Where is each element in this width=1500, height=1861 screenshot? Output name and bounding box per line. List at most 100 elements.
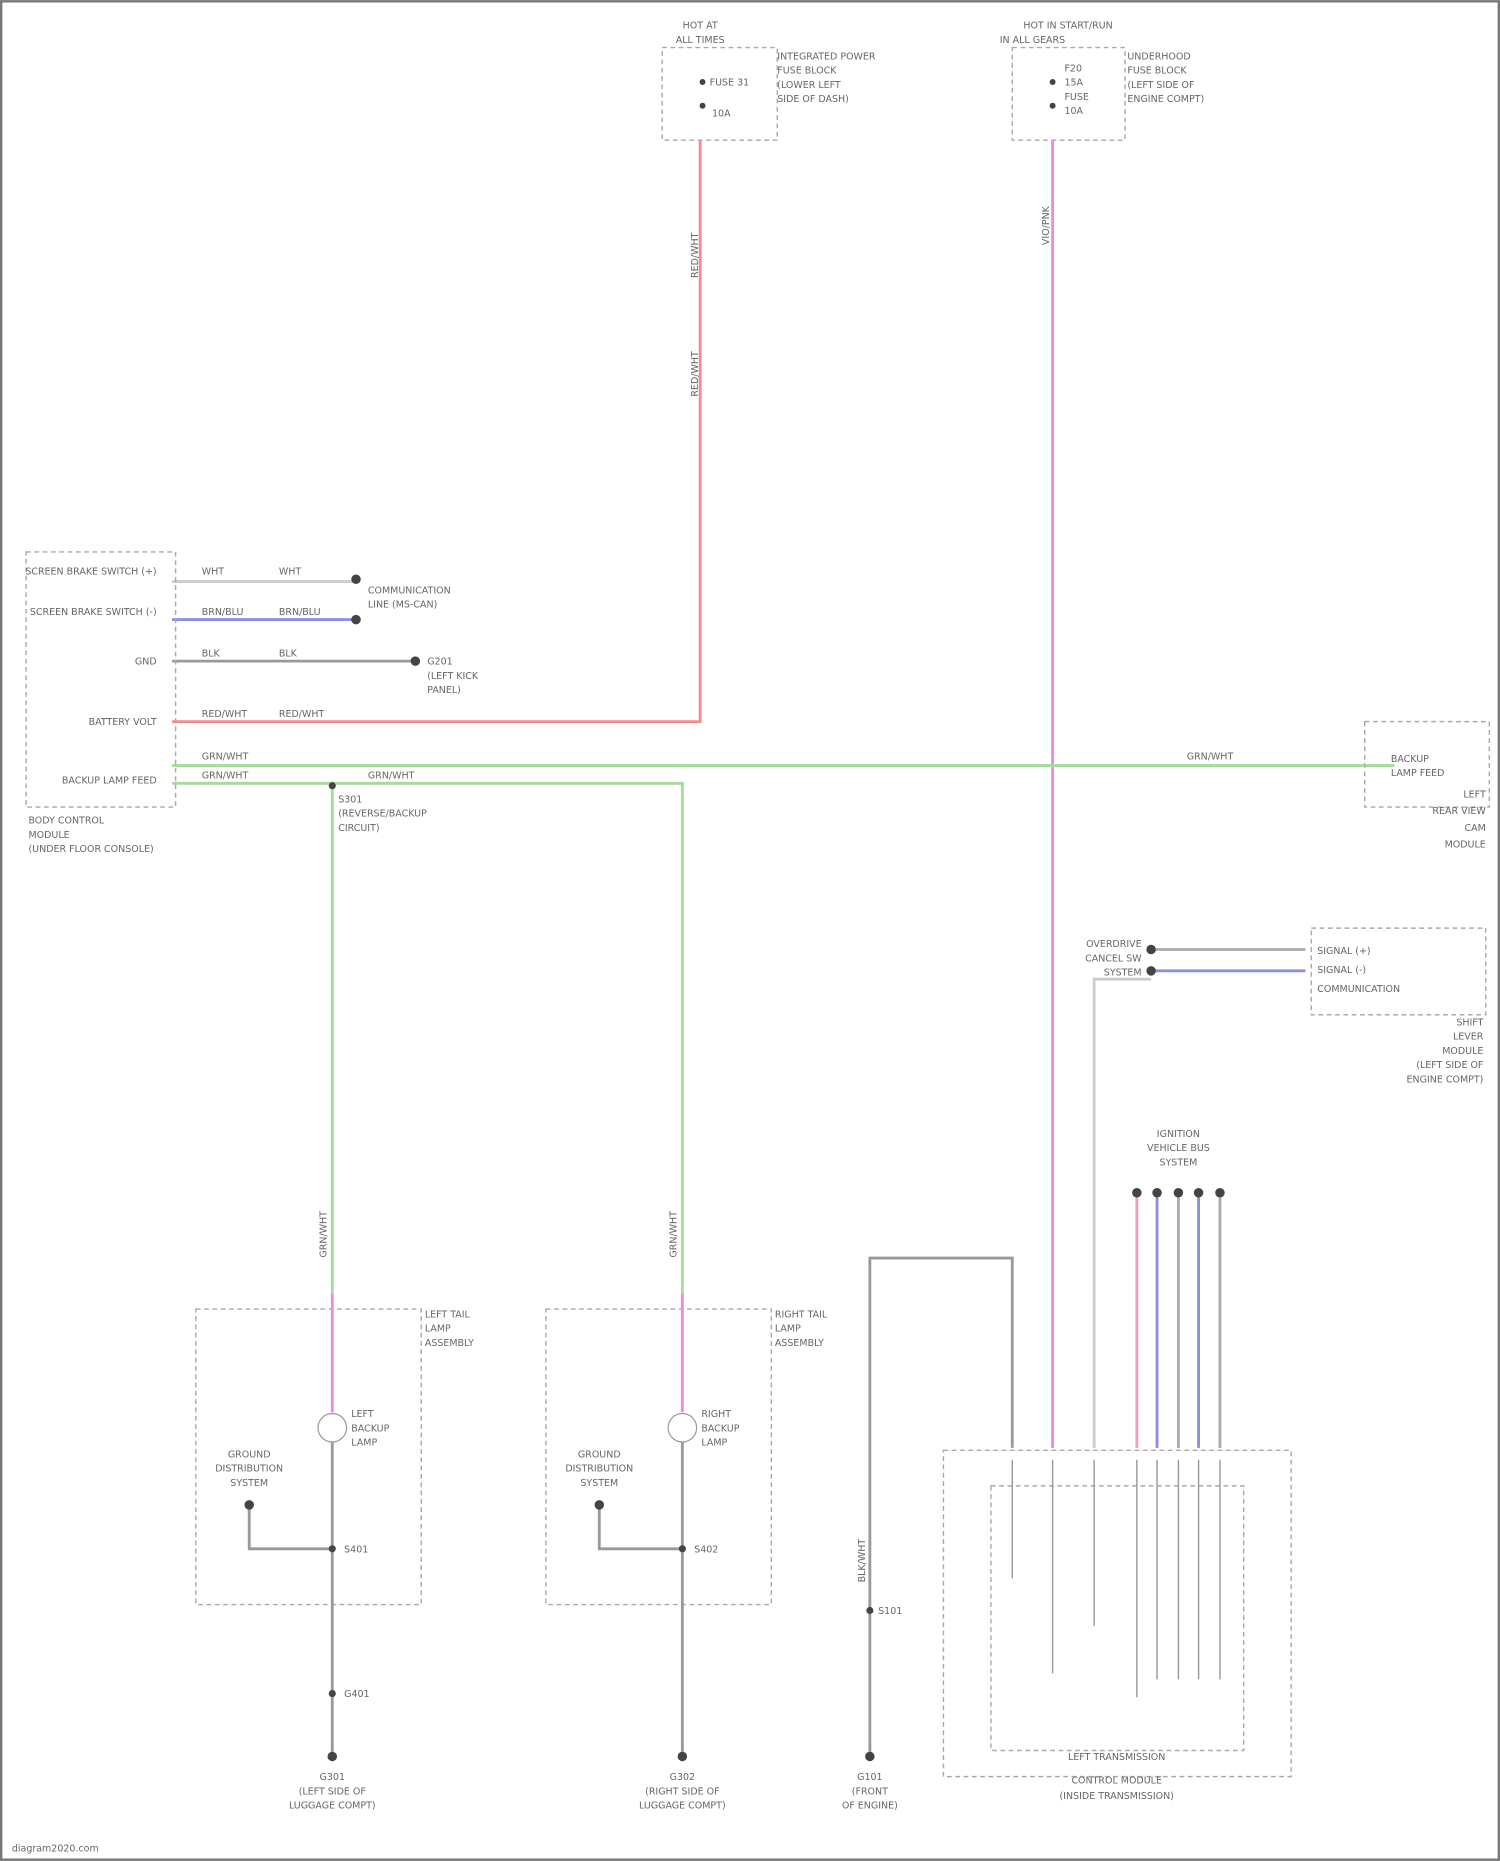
diagram-label: VIO/PNK: [1041, 205, 1052, 245]
gray-wire-label: BLK/WHT: [857, 1539, 868, 1583]
connector-dot: [351, 615, 360, 624]
diagram-label: BACKUP: [1391, 754, 1429, 765]
shift-lever-module: OVERDRIVE CANCEL SW SYSTEM SIGNAL (+)SIG…: [1085, 928, 1486, 1085]
wire: [1094, 979, 1151, 1448]
diagram-label: GRN/WHT: [318, 1211, 329, 1258]
diagram-label: DISTRIBUTION: [215, 1464, 283, 1475]
diagram-label: (REVERSE/BACKUP: [338, 809, 427, 820]
diagram-label: (INSIDE TRANSMISSION): [1059, 1791, 1173, 1802]
diagram-label: (RIGHT SIDE OF: [645, 1786, 719, 1797]
diagram-label: LINE (MS-CAN): [368, 600, 437, 611]
diagram-label: COMMUNICATION: [368, 585, 451, 596]
diagram-label: FUSE BLOCK: [1127, 66, 1187, 77]
diagram-label: FUSE 31: [710, 78, 750, 89]
diagram-label: BODY CONTROL: [28, 816, 104, 827]
diagram-label: RED/WHT: [202, 709, 248, 720]
diagram-label: LEVER: [1453, 1032, 1484, 1043]
diagram-label: RIGHT: [701, 1409, 731, 1420]
diagram-label: ALL TIMES: [676, 35, 725, 46]
connector-dot: [244, 1500, 253, 1509]
connector-dot: [668, 1413, 696, 1441]
connector-dot: [700, 103, 706, 109]
diagram-label: HOT IN START/RUN: [1023, 21, 1112, 32]
diagram-label: S402: [694, 1544, 718, 1555]
connector-dot: [1152, 1188, 1161, 1197]
diagram-label: LUGGAGE COMPT): [289, 1801, 376, 1812]
connector-dot: [678, 1752, 687, 1761]
green-wire-right-lamp: [172, 783, 682, 1293]
diagram-label: SCREEN BRAKE SWITCH (-): [30, 607, 157, 618]
component-box: [943, 1450, 1291, 1776]
diagram-label: UNDERHOOD: [1127, 51, 1190, 62]
diagram-label: (LEFT SIDE OF: [1416, 1060, 1483, 1071]
connector-dot: [328, 1752, 337, 1761]
connector-dot: [329, 1690, 336, 1697]
diagram-label: BLK: [202, 648, 221, 659]
diagram-label: MODULE: [28, 830, 69, 841]
diagram-label: LAMP: [701, 1438, 727, 1449]
diagram-label: LAMP: [425, 1324, 451, 1335]
diagram-label: RED/WHT: [279, 709, 325, 720]
connector-dot: [351, 574, 360, 583]
diagram-label: OVERDRIVE: [1086, 939, 1142, 950]
diagram-label: GROUND: [578, 1449, 621, 1460]
diagram-label: CANCEL SW: [1085, 953, 1142, 964]
diagram-label: SYSTEM: [1159, 1157, 1197, 1168]
diagram-label: BACKUP: [701, 1423, 739, 1434]
diagram-label: 10A: [712, 108, 731, 119]
fuse-block-1: HOT AT ALL TIMES FUSE 31 10A INTEGRATED …: [662, 21, 876, 141]
diagram-label: LEFT: [351, 1409, 374, 1420]
diagram-label: COMMUNICATION: [1317, 984, 1400, 995]
diagram-label: (LEFT KICK: [427, 671, 479, 682]
diagram-label: SYSTEM: [230, 1478, 268, 1489]
diagram-label: IGNITION: [1157, 1129, 1200, 1140]
connector-dot: [1194, 1188, 1203, 1197]
connector-dot: [700, 79, 706, 85]
diagram-label: RIGHT TAIL: [775, 1309, 828, 1320]
diagram-group: [1012, 1460, 1220, 1697]
diagram-label: GRN/WHT: [668, 1211, 679, 1258]
diagram-label: PANEL): [427, 685, 461, 696]
connector-dot: [1050, 103, 1056, 109]
diagram-label: S401: [344, 1544, 368, 1555]
diagram-label: ENGINE COMPT): [1407, 1074, 1484, 1085]
splice-dot: [329, 782, 336, 789]
transmission-control-module: S101 G101(FRONTOF ENGINE) IGNITIONVEHICL…: [842, 1129, 1291, 1812]
diagram-label: RED/WHT: [690, 232, 701, 278]
connector-dot: [329, 1545, 336, 1552]
diagram-label: GRN/WHT: [202, 771, 249, 782]
diagram-label: BACKUP LAMP FEED: [62, 775, 157, 786]
diagram-label: OF ENGINE): [842, 1801, 898, 1812]
diagram-label: RED/WHT: [690, 351, 701, 397]
diagram-label: REAR VIEW: [1432, 806, 1486, 817]
body-control-module: SCREEN BRAKE SWITCH (+) SCREEN BRAKE SWI…: [25, 552, 175, 855]
diagram-label: MODULE: [1445, 839, 1486, 850]
diagram-label: BLK: [279, 648, 298, 659]
diagram-label: WHT: [279, 566, 302, 577]
diagram-label: G401: [344, 1689, 369, 1700]
diagram-label: LAMP FEED: [1391, 768, 1445, 779]
diagram-label: CIRCUIT): [338, 823, 379, 834]
diagram-label: SCREEN BRAKE SWITCH (+): [25, 566, 156, 577]
diagram-label: HOT AT: [683, 21, 718, 32]
diagram-label: G201: [427, 657, 452, 668]
diagram-label: DISTRIBUTION: [565, 1464, 633, 1475]
footer-watermark: diagram2020.com: [12, 1843, 99, 1854]
connector-dot: [1050, 79, 1056, 85]
diagram-label: LEFT: [1463, 790, 1486, 801]
diagram-label: GROUND: [228, 1449, 271, 1460]
component-box: [991, 1486, 1244, 1751]
connector-dot: [866, 1607, 873, 1614]
connector-dot: [1132, 1188, 1141, 1197]
diagram-label: MODULE: [1442, 1046, 1483, 1057]
diagram-label: (UNDER FLOOR CONSOLE): [28, 844, 153, 855]
diagram-label: LAMP: [351, 1438, 377, 1449]
connector-dot: [679, 1545, 686, 1552]
diagram-label: ASSEMBLY: [775, 1338, 824, 1349]
wire: [249, 1505, 332, 1549]
connector-dot: [411, 656, 420, 665]
